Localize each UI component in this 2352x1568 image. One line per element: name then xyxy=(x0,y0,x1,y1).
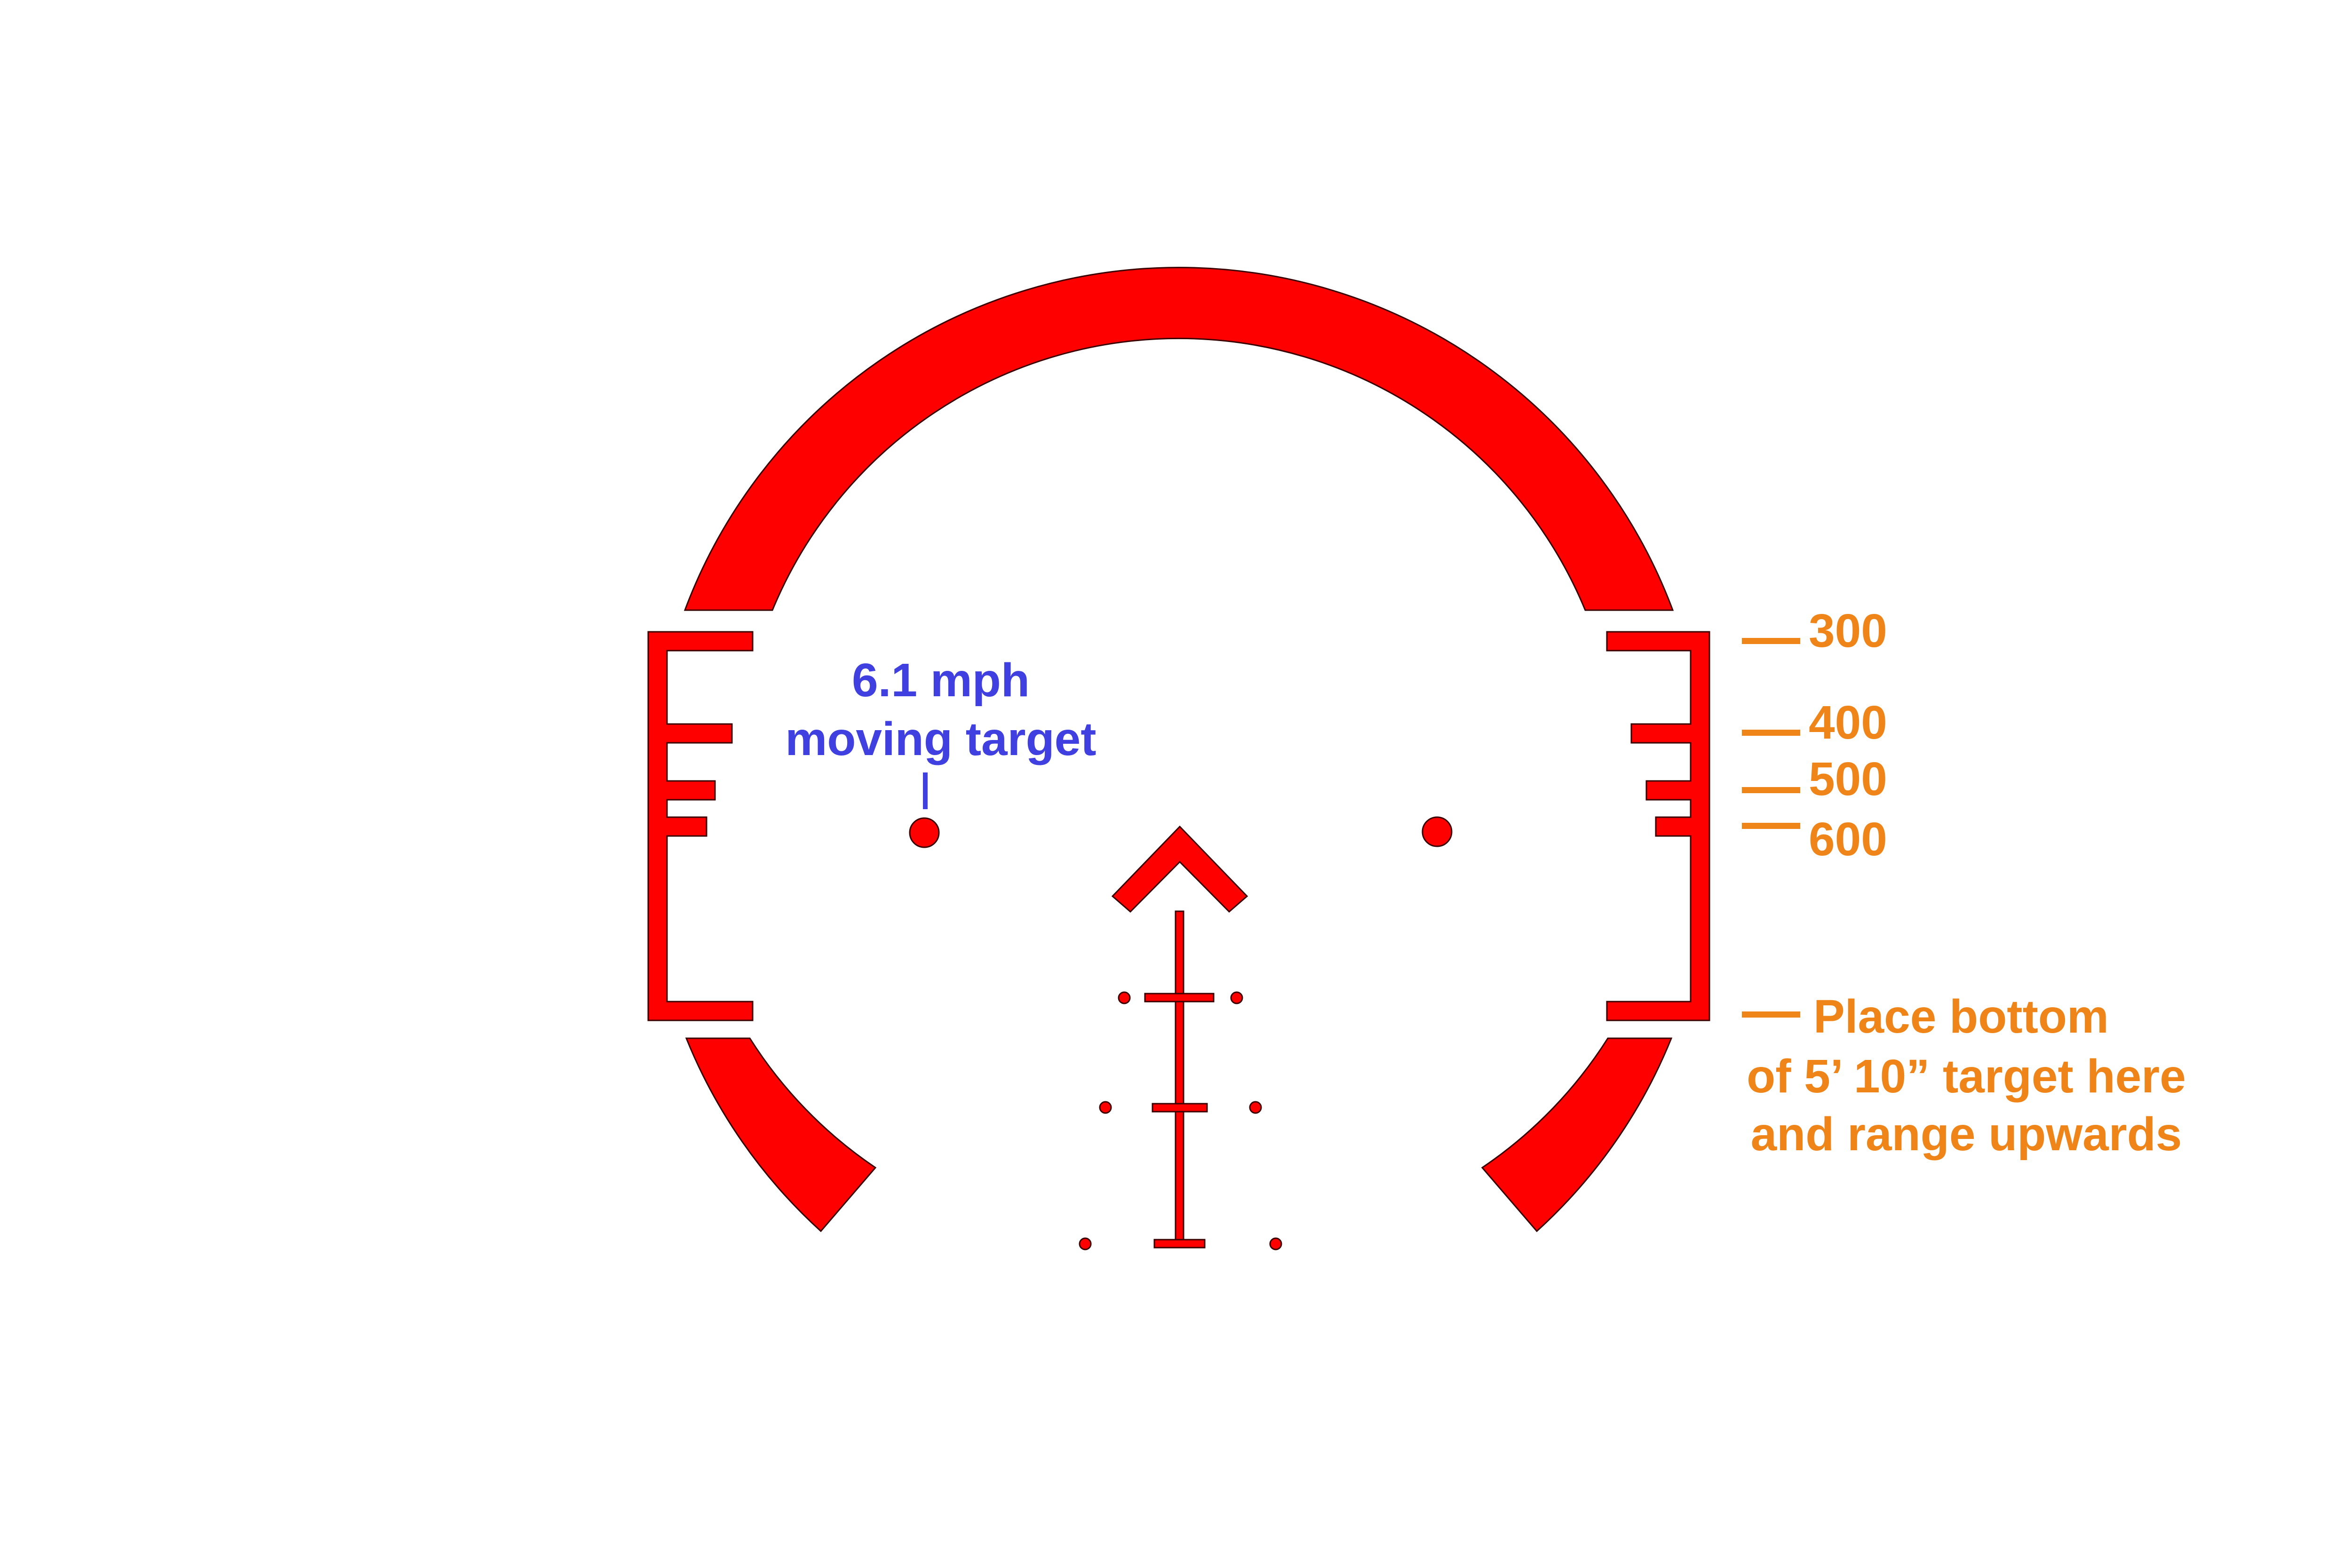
wind-dot-row3-left xyxy=(1079,1237,1092,1250)
moving-target-label: moving target xyxy=(785,713,1096,765)
wind-dot-row1-right xyxy=(1230,991,1243,1004)
reticle-ring-upper-arc xyxy=(683,267,1674,611)
wind-dot-row2-left xyxy=(1099,1101,1112,1114)
range-label-600: 600 xyxy=(1809,813,1887,866)
moving-target-speed: 6.1 mph xyxy=(852,654,1030,707)
placement-note-line2: of 5’ 10” target here xyxy=(1747,1050,2186,1103)
range-tick-600 xyxy=(1742,823,1800,829)
drop-stadia-bar-1 xyxy=(1144,993,1215,1003)
range-tick-500 xyxy=(1742,787,1800,793)
left-lead-dot xyxy=(909,817,940,848)
chevron-aim-point xyxy=(1111,825,1248,913)
right-ranging-bracket xyxy=(1606,631,1710,1021)
placement-note-line1: Place bottom xyxy=(1813,990,2109,1043)
wind-dot-row2-right xyxy=(1249,1101,1262,1114)
left-ranging-bracket xyxy=(647,631,754,1021)
range-tick-400 xyxy=(1742,730,1800,736)
reticle-ring-lower-right-arc xyxy=(1481,1037,1673,1233)
drop-stadia-bar-2 xyxy=(1152,1103,1208,1113)
placement-tick xyxy=(1742,1011,1800,1018)
range-label-300: 300 xyxy=(1809,605,1887,657)
moving-target-pointer xyxy=(923,772,928,809)
right-lead-dot xyxy=(1422,816,1453,847)
reticle-ring-lower-left-arc xyxy=(685,1037,877,1233)
range-tick-300 xyxy=(1742,638,1800,644)
placement-note-line3: and range upwards xyxy=(1751,1108,2182,1161)
range-label-400: 400 xyxy=(1809,696,1887,749)
drop-stadia-bar-3 xyxy=(1153,1239,1206,1249)
wind-dot-row3-right xyxy=(1269,1237,1282,1250)
drop-post-stem xyxy=(1175,910,1184,1243)
wind-dot-row1-left xyxy=(1118,991,1131,1004)
range-label-500: 500 xyxy=(1809,753,1887,805)
